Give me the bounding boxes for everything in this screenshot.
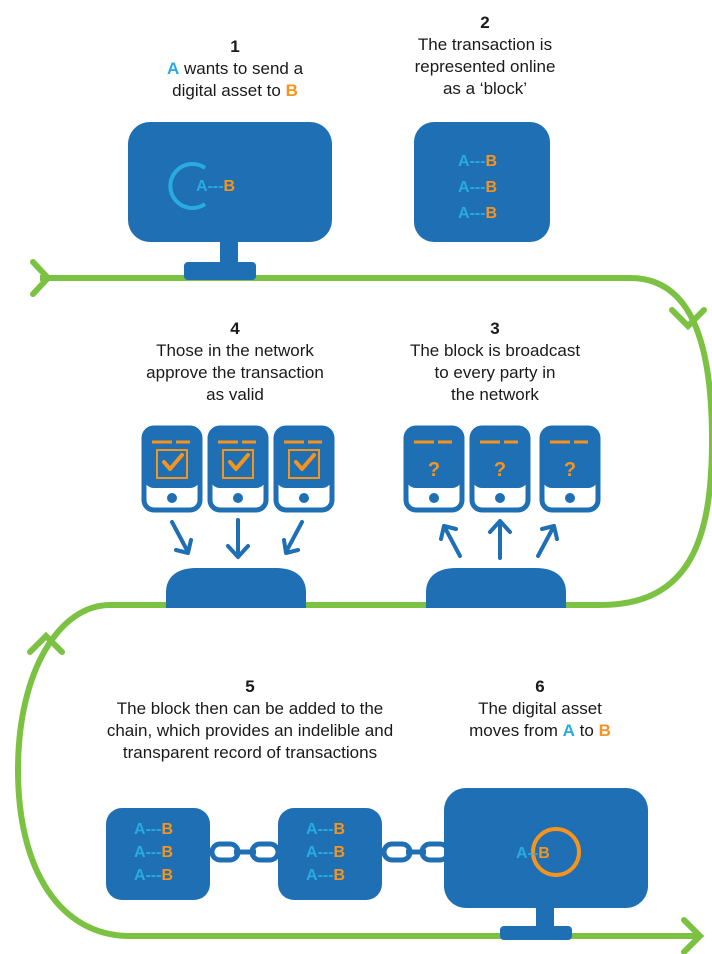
block-a: A — [458, 179, 470, 196]
svg-text:A--B: A--B — [516, 845, 550, 862]
step-text: Those in the network — [156, 341, 314, 360]
svg-text:A---B: A---B — [134, 821, 173, 838]
block-b: B — [486, 205, 498, 222]
block-b: B — [538, 845, 550, 862]
svg-text:A---B: A---B — [458, 205, 497, 222]
check-icon — [228, 453, 250, 471]
step-text: to every party in — [434, 363, 556, 382]
svg-text:A---B: A---B — [458, 179, 497, 196]
svg-text:A---B: A---B — [306, 844, 345, 861]
phone-approved — [273, 425, 335, 513]
block-b: B — [224, 178, 236, 195]
svg-text:A---B: A---B — [306, 821, 345, 838]
step-text: moves from — [469, 721, 563, 740]
flow-chevron-left — [27, 631, 65, 655]
step-text: The block is broadcast — [409, 341, 581, 360]
chain-link-icon — [209, 841, 281, 863]
svg-text:A---B: A---B — [134, 844, 173, 861]
svg-text:A---B: A---B — [458, 153, 497, 170]
party-b-label: B — [285, 81, 298, 100]
step-3-caption: 3 The block is broadcast to every party … — [370, 318, 620, 406]
monitor-icon: A--B — [444, 788, 648, 940]
step-6-caption: 6 The digital asset moves from A to B — [440, 676, 640, 742]
step-text: The digital asset — [478, 699, 602, 718]
step-number: 4 — [230, 319, 240, 338]
step-number: 2 — [480, 13, 490, 32]
chain-block: A---B A---B A---B — [278, 808, 382, 900]
flow-end-arrow — [681, 917, 705, 954]
block-dashes: --- — [470, 153, 486, 170]
question-mark-icon: ? — [428, 459, 440, 481]
step-number: 3 — [490, 319, 500, 338]
step-number: 5 — [245, 677, 255, 696]
svg-text:A---B: A---B — [134, 867, 173, 884]
flow-path — [14, 275, 712, 939]
transaction-block: A---B A---B A---B — [414, 122, 550, 242]
step-text: The block then can be added to the — [116, 699, 384, 718]
step-number: 6 — [535, 677, 545, 696]
step-text: wants to send a — [179, 59, 304, 78]
step-number: 1 — [230, 37, 240, 56]
block-dashes: -- — [528, 845, 539, 862]
block-a: A — [458, 205, 470, 222]
network-base — [166, 568, 306, 608]
arrow-down-icon — [170, 518, 304, 559]
block-dashes: --- — [470, 205, 486, 222]
check-icon — [162, 453, 184, 471]
party-b-label: B — [598, 721, 611, 740]
block-b: B — [486, 153, 498, 170]
step-text: chain, which provides an indelible and — [106, 721, 394, 740]
step-2-caption: 2 The transaction is represented online … — [370, 12, 600, 100]
block-dashes: --- — [208, 178, 224, 195]
svg-text:A---B: A---B — [196, 178, 235, 195]
block-a: A — [516, 845, 528, 862]
step-text: transparent record of transactions — [122, 743, 378, 762]
phone-approved — [207, 425, 269, 513]
step-text: as valid — [206, 385, 264, 404]
phone-pending: ? — [469, 425, 531, 513]
block-dashes: --- — [470, 179, 486, 196]
flow-start-chevron — [30, 259, 53, 297]
step-text: approve the transaction — [146, 363, 324, 382]
step-text: as a ‘block’ — [442, 79, 528, 98]
check-icon — [294, 453, 316, 471]
phone-pending: ? — [539, 425, 601, 513]
step-1-caption: 1 A wants to send a digital asset to B — [110, 36, 360, 102]
flow-chevron-right — [669, 307, 707, 331]
network-base — [426, 568, 566, 608]
step-4-caption: 4 Those in the network approve the trans… — [110, 318, 360, 406]
chain-link-icon — [381, 841, 451, 863]
step-text: represented online — [414, 57, 556, 76]
chain-block: A---B A---B A---B — [106, 808, 210, 900]
arrow-up-icon — [439, 519, 559, 560]
block-a: A — [196, 178, 208, 195]
step-5-caption: 5 The block then can be added to the cha… — [60, 676, 440, 764]
step-text: to — [574, 721, 599, 740]
svg-text:A---B: A---B — [306, 867, 345, 884]
party-a-label: A — [166, 59, 180, 78]
monitor-icon: A---B — [128, 122, 332, 280]
question-mark-icon: ? — [564, 459, 576, 481]
question-mark-icon: ? — [494, 459, 506, 481]
phone-pending: ? — [403, 425, 465, 513]
step-text: The transaction is — [417, 35, 553, 54]
party-a-label: A — [562, 721, 575, 740]
step-text: digital asset to — [172, 81, 286, 100]
block-b: B — [486, 179, 498, 196]
step-text: the network — [451, 385, 539, 404]
block-a: A — [458, 153, 470, 170]
phone-approved — [141, 425, 203, 513]
